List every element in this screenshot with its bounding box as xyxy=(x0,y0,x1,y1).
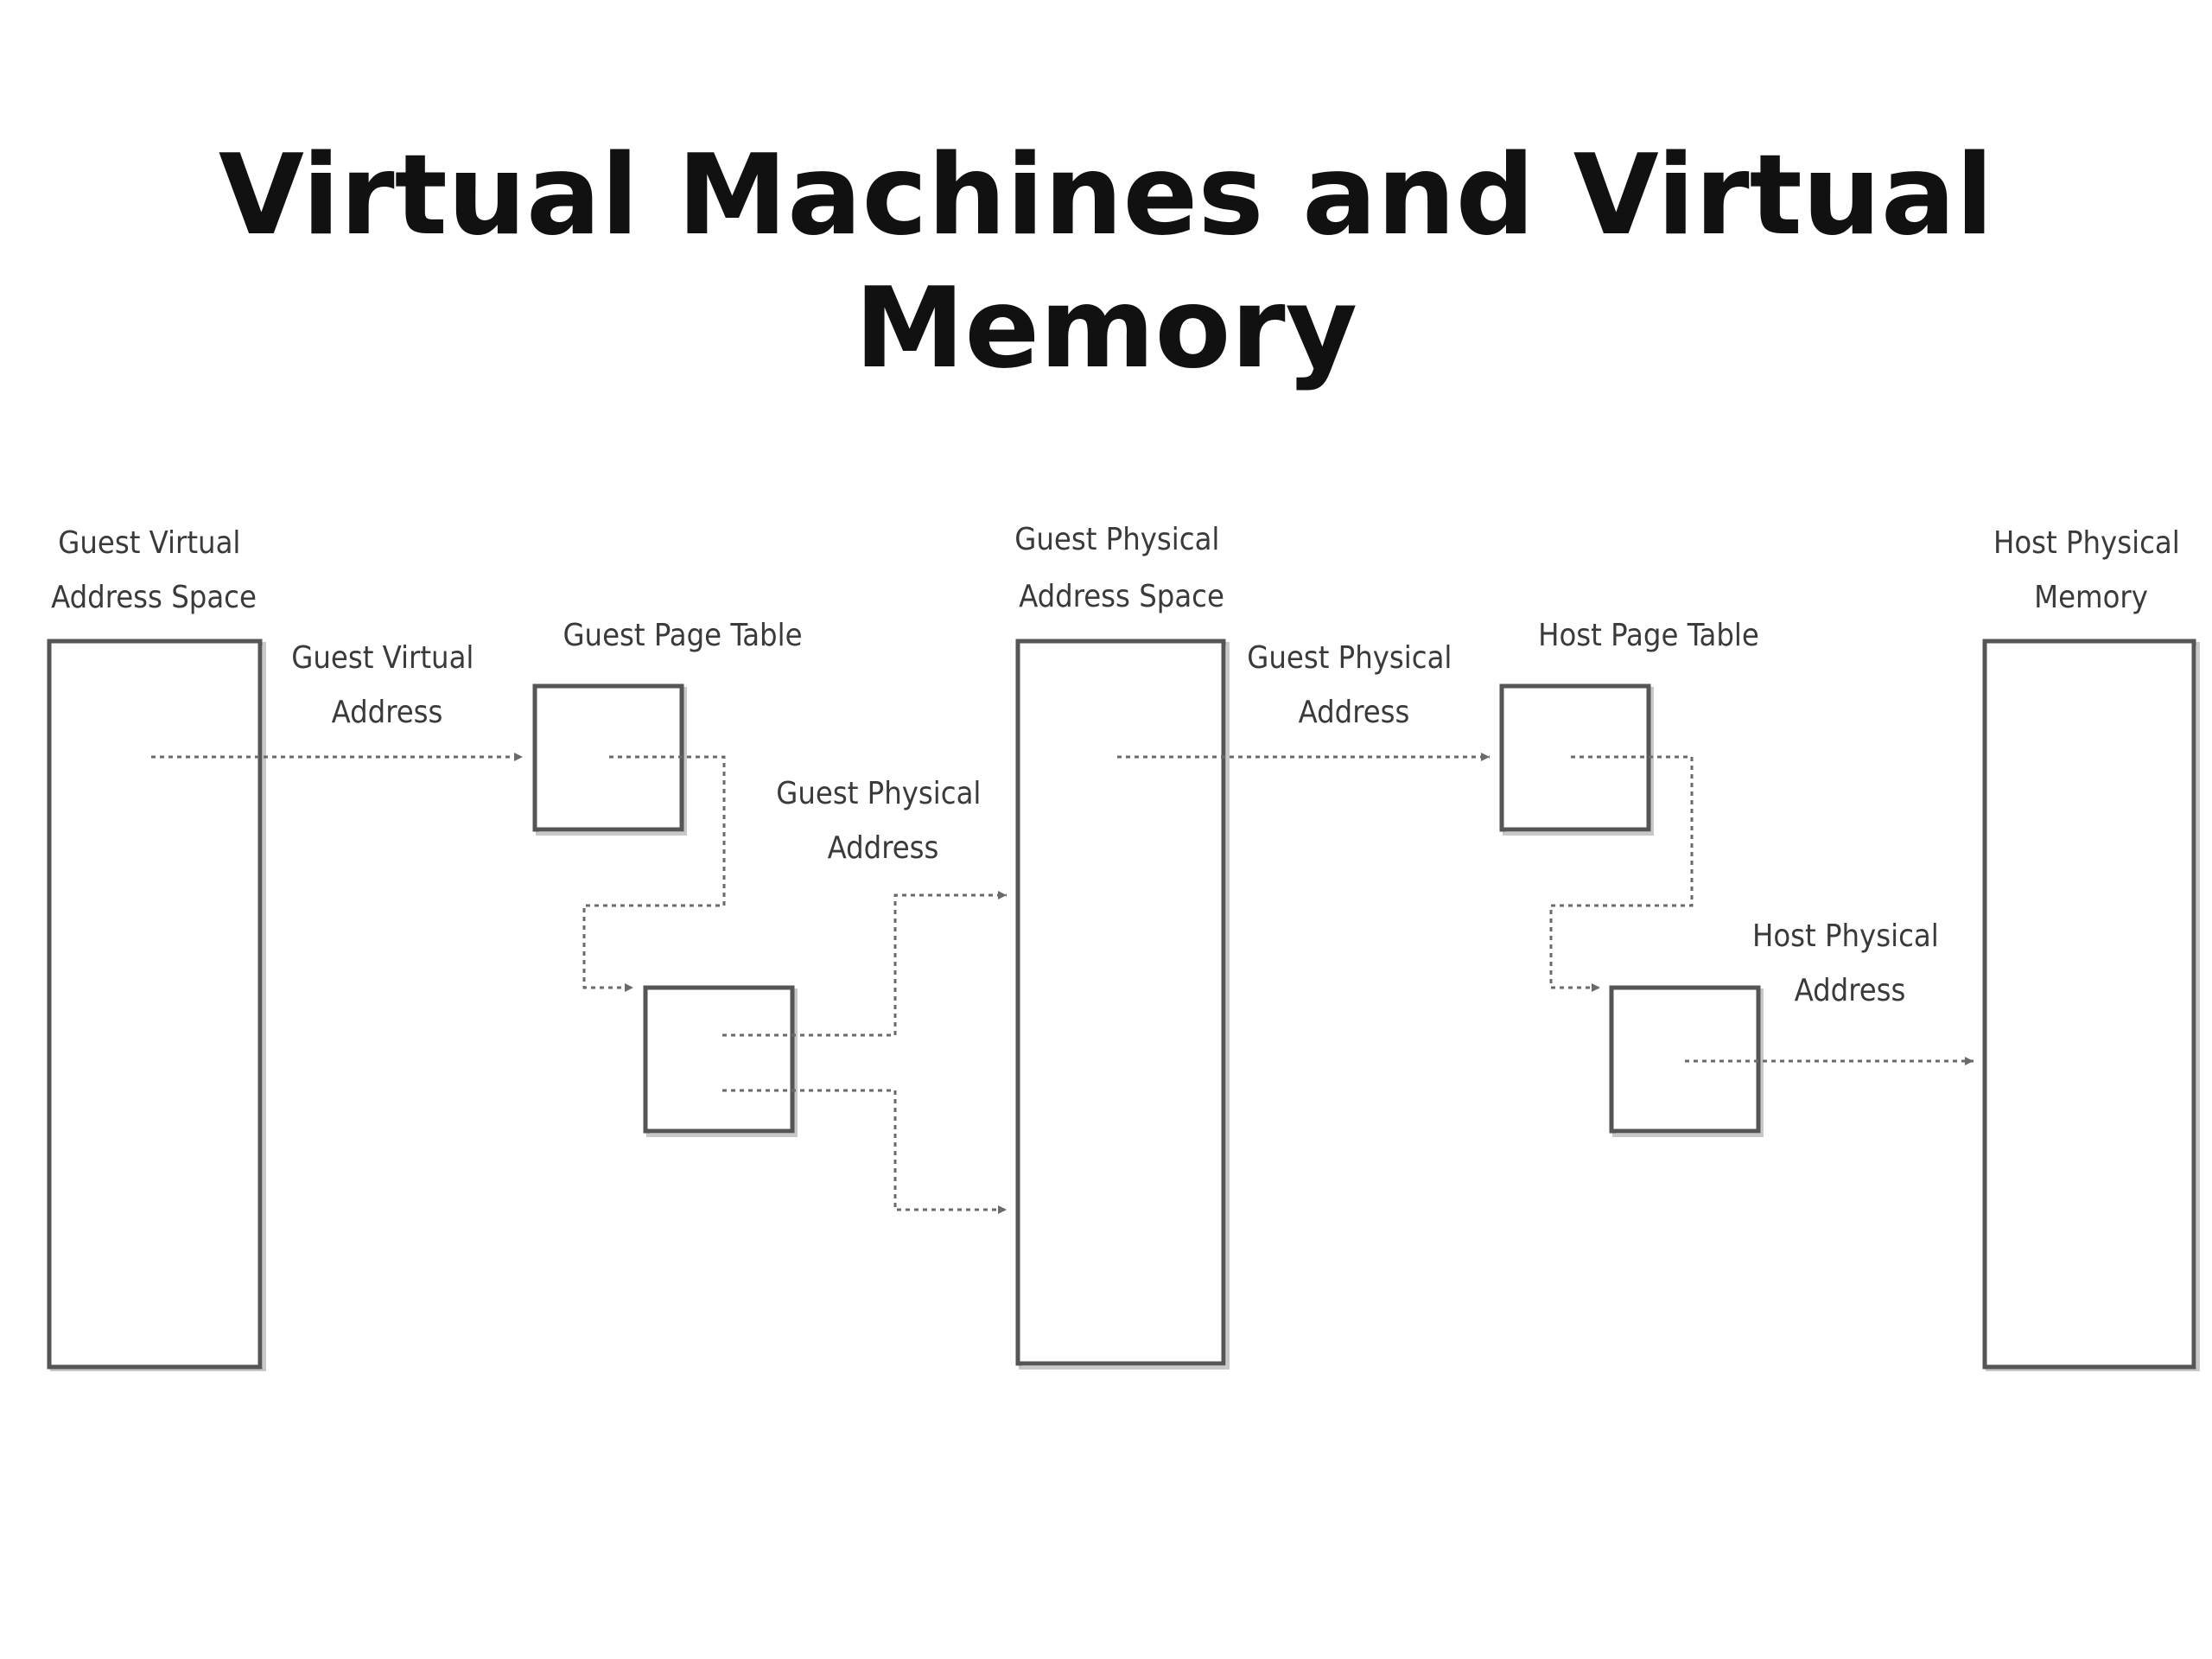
host-page-table-link xyxy=(1549,755,1694,992)
guest-physical-address-space-box xyxy=(1015,639,1230,1370)
slide-title: Virtual Machines and Virtual Memory xyxy=(218,131,1994,393)
host-page-table-box-2 xyxy=(1609,985,1764,1137)
guest-physical-address-arrow-lower xyxy=(722,1089,1007,1214)
guest-page-table-box-1 xyxy=(532,683,687,836)
label-guest-physical-address-right: Guest Physical Address xyxy=(1247,640,1460,730)
label-guest-virtual-address-space: Guest Virtual Address Space xyxy=(51,525,257,615)
label-guest-page-table: Guest Page Table xyxy=(563,618,802,653)
guest-page-table-box-2 xyxy=(643,985,798,1137)
guest-virtual-address-space-box xyxy=(47,639,266,1371)
label-guest-physical-address-mid: Guest Physical Address xyxy=(776,776,989,866)
label-host-physical-address: Host Physical Address xyxy=(1752,918,1948,1008)
label-host-physical-memory: Host Physical Memory xyxy=(1993,525,2189,615)
label-host-page-table: Host Page Table xyxy=(1538,618,1759,653)
guest-physical-address-arrow-upper xyxy=(722,891,1007,1037)
host-page-table-box-1 xyxy=(1499,683,1654,836)
label-guest-physical-address-space: Guest Physical Address Space xyxy=(1014,522,1228,614)
guest-page-table-link xyxy=(582,755,726,992)
label-guest-virtual-address: Guest Virtual Address xyxy=(291,640,482,730)
host-physical-memory-box xyxy=(1982,639,2200,1371)
